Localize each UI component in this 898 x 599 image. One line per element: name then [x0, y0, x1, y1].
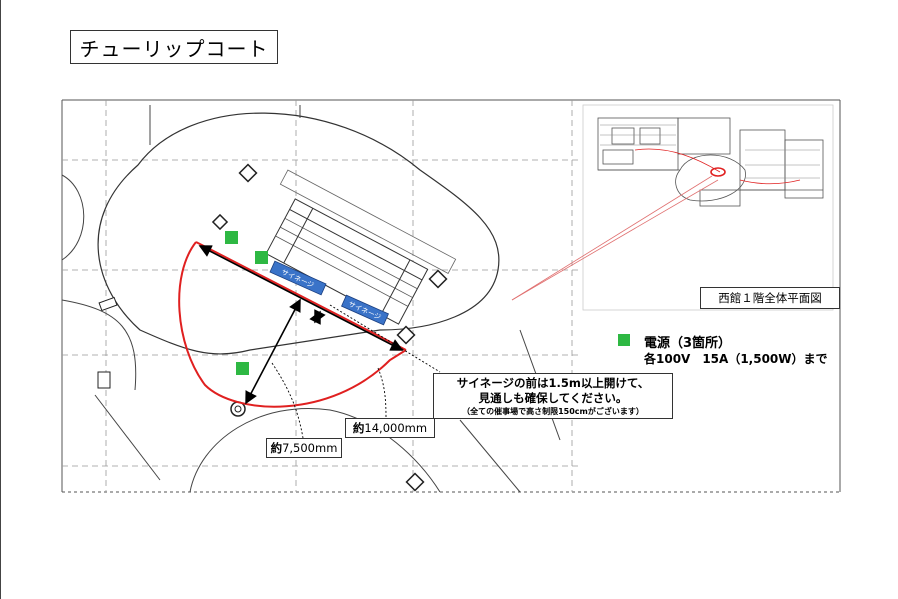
dimension-width-prefix: 約	[352, 421, 365, 435]
floor-curve-left	[61, 174, 85, 261]
notice-line-3: （全ての催事場で高さ制限150cmがございます）	[462, 407, 644, 416]
floor-curve-bottom	[189, 408, 441, 493]
clearance-arrow	[309, 309, 326, 325]
signage-notice: サイネージの前は1.5m以上開けて、 見通しも確保してください。 （全ての催事場…	[433, 373, 673, 419]
power-outlet-2	[255, 251, 268, 264]
floor-curve-left2	[61, 299, 137, 391]
leader-notice	[329, 304, 441, 373]
leader-depth	[271, 362, 304, 439]
floor-line-b	[459, 419, 521, 493]
dimension-width-value: 14,000mm	[364, 421, 428, 435]
inset-label-text: 西館１階全体平面図	[718, 291, 822, 305]
power-outlet-3	[236, 362, 249, 375]
plan-frame	[61, 99, 841, 493]
plan-grid-lines	[62, 100, 580, 492]
page-title-text: チューリップコート	[79, 36, 269, 61]
floor-line-a	[94, 394, 161, 481]
inset-overall-plan	[582, 104, 834, 311]
fixture-small-left2	[98, 296, 118, 312]
column-round-inner	[234, 405, 242, 413]
inset-callout-line-1	[511, 175, 713, 301]
court-floor-outline	[97, 112, 500, 355]
inset-callout-line-2	[511, 179, 719, 301]
dimension-depth-prefix: 約	[270, 441, 283, 455]
dimension-depth-arrow	[245, 298, 301, 405]
power-legend-swatch	[618, 334, 630, 346]
inset-location-marker	[710, 167, 726, 177]
dimension-depth-value: 7,500mm	[282, 441, 338, 455]
power-legend-title: 電源（3箇所）	[644, 336, 732, 351]
notice-line-2: 見通しも確保してください。	[478, 391, 628, 405]
page-title: チューリップコート	[70, 30, 278, 64]
leader-width	[377, 367, 387, 419]
dimension-width-arrow	[198, 245, 404, 351]
fixture-small-left	[97, 371, 111, 389]
power-legend-spec: 各100V 15A（1,500W）まで	[644, 352, 828, 366]
power-outlet-1	[225, 231, 238, 244]
page-left-border	[0, 0, 1, 599]
notice-line-1: サイネージの前は1.5m以上開けて、	[456, 376, 650, 390]
inset-label: 西館１階全体平面図	[700, 287, 840, 309]
power-outlets	[225, 231, 268, 375]
event-area-outline	[178, 241, 407, 408]
